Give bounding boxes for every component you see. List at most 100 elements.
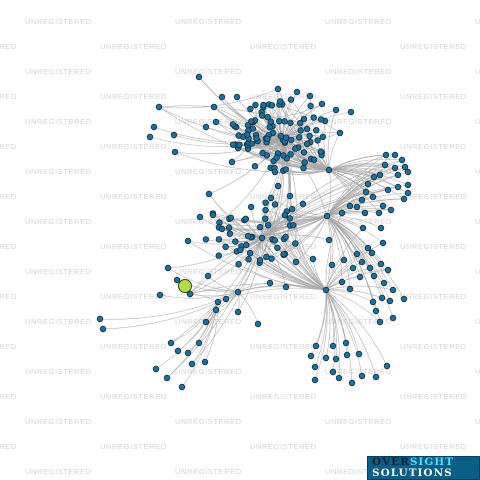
graph-node[interactable] (404, 168, 412, 176)
graph-node[interactable] (381, 161, 389, 169)
graph-node[interactable] (401, 163, 409, 171)
graph-node[interactable] (218, 93, 226, 101)
graph-node[interactable] (340, 256, 348, 264)
graph-node[interactable] (368, 249, 376, 257)
graph-node[interactable] (246, 249, 254, 257)
graph-node[interactable] (322, 354, 330, 362)
graph-node[interactable] (317, 116, 325, 123)
graph-node[interactable] (281, 211, 289, 219)
graph-node[interactable] (296, 134, 303, 141)
graph-node[interactable] (364, 180, 372, 188)
graph-node[interactable] (361, 209, 369, 217)
graph-node[interactable] (276, 117, 283, 125)
graph-node[interactable] (325, 166, 333, 174)
graph-node[interactable] (226, 230, 234, 237)
graph-node[interactable] (173, 276, 181, 284)
graph-node[interactable] (311, 376, 319, 384)
graph-node[interactable] (256, 257, 264, 264)
graph-node[interactable] (314, 137, 321, 144)
graph-node[interactable] (387, 206, 395, 214)
graph-node[interactable] (358, 372, 366, 380)
graph-node[interactable] (378, 294, 386, 302)
graph-node[interactable] (274, 244, 281, 251)
graph-node[interactable] (303, 125, 311, 133)
graph-node[interactable] (384, 266, 392, 274)
graph-node[interactable] (322, 286, 330, 294)
graph-node[interactable] (332, 355, 340, 363)
graph-node[interactable] (196, 213, 204, 221)
graph-node[interactable] (366, 264, 374, 272)
graph-node[interactable] (338, 209, 346, 217)
graph-node[interactable] (254, 320, 262, 328)
graph-node[interactable] (263, 253, 270, 261)
graph-node[interactable] (218, 225, 226, 233)
graph-node[interactable] (212, 118, 220, 126)
graph-node[interactable] (289, 205, 296, 213)
graph-node[interactable] (266, 279, 274, 287)
graph-node[interactable] (362, 188, 370, 196)
graph-node[interactable] (356, 273, 364, 281)
graph-node[interactable] (266, 123, 273, 131)
graph-node[interactable] (297, 119, 304, 127)
graph-node[interactable] (286, 192, 294, 200)
graph-node[interactable] (152, 365, 160, 373)
graph-node[interactable] (300, 149, 308, 156)
graph-node[interactable] (280, 251, 287, 258)
graph-node[interactable] (353, 203, 361, 211)
graph-node[interactable] (209, 211, 217, 219)
graph-node[interactable] (382, 151, 390, 159)
graph-node[interactable] (310, 156, 318, 163)
graph-node[interactable] (274, 85, 282, 93)
graph-node[interactable] (184, 237, 192, 245)
graph-node[interactable] (386, 297, 394, 305)
graph-node[interactable] (237, 246, 244, 254)
graph-node[interactable] (310, 114, 317, 121)
graph-node[interactable] (329, 368, 337, 376)
graph-node[interactable] (150, 123, 158, 131)
graph-node[interactable] (391, 164, 399, 172)
graph-node[interactable] (391, 151, 399, 159)
graph-node[interactable] (259, 112, 266, 119)
graph-node[interactable] (300, 164, 307, 172)
graph-node[interactable] (364, 244, 372, 252)
graph-node[interactable] (202, 123, 210, 131)
graph-node[interactable] (242, 215, 249, 222)
graph-node[interactable] (404, 189, 412, 197)
graph-node[interactable] (273, 154, 280, 161)
graph-node[interactable] (319, 133, 327, 140)
graph-node[interactable] (389, 314, 397, 322)
graph-node[interactable] (271, 201, 279, 208)
graph-node[interactable] (277, 98, 284, 105)
graph-node[interactable] (389, 286, 397, 294)
graph-node[interactable] (262, 206, 269, 214)
graph-node[interactable] (372, 373, 380, 381)
graph-node[interactable] (398, 156, 406, 164)
graph-node[interactable] (247, 105, 254, 113)
graph-node[interactable] (332, 106, 340, 114)
graph-node[interactable] (234, 308, 242, 316)
graph-node[interactable] (170, 131, 178, 139)
graph-node[interactable] (178, 383, 186, 391)
graph-node[interactable] (311, 363, 319, 371)
graph-node[interactable] (359, 224, 367, 232)
graph-node[interactable] (252, 101, 259, 109)
graph-node[interactable] (286, 215, 293, 222)
graph-node[interactable] (222, 243, 229, 250)
graph-node[interactable] (377, 260, 385, 268)
graph-node[interactable] (256, 223, 264, 231)
graph-node[interactable] (268, 102, 276, 109)
graph-node[interactable] (222, 295, 230, 303)
graph-node[interactable] (306, 92, 314, 100)
graph-node[interactable] (282, 233, 289, 241)
graph-node[interactable] (292, 145, 299, 152)
graph-node[interactable] (313, 126, 320, 134)
graph-node[interactable] (253, 135, 260, 142)
graph-node[interactable] (202, 236, 210, 243)
graph-node[interactable] (244, 232, 252, 240)
graph-node[interactable] (309, 255, 317, 263)
graph-node[interactable] (233, 93, 241, 101)
graph-node[interactable] (188, 360, 196, 368)
graph-node[interactable] (318, 100, 326, 108)
graph-node[interactable] (307, 352, 315, 360)
graph-node[interactable] (235, 261, 242, 268)
